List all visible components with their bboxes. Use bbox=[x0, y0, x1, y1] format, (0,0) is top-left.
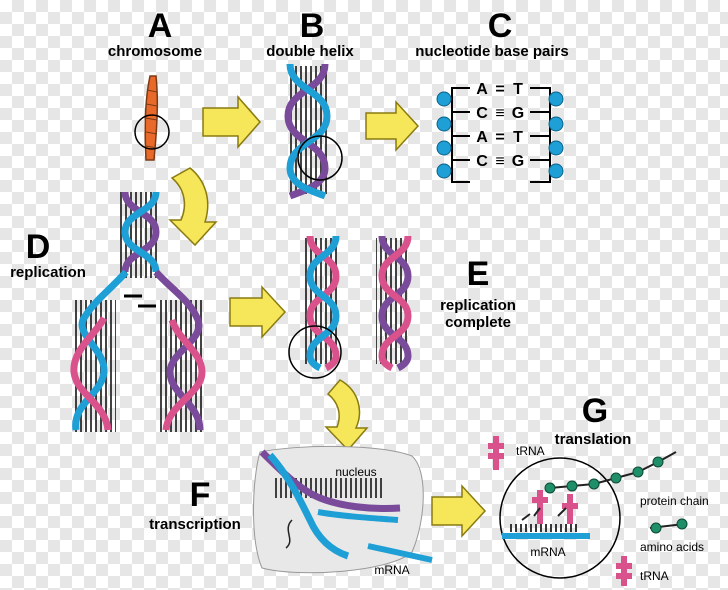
base-bond: = bbox=[495, 129, 504, 146]
replication-fork-icon bbox=[70, 191, 206, 432]
arrow-d-e bbox=[229, 285, 287, 339]
zoom-circle bbox=[297, 135, 343, 181]
daughter-helix-left bbox=[304, 235, 340, 372]
zoom-circle bbox=[288, 325, 342, 379]
panel-e-caption-line1: replication bbox=[440, 297, 516, 314]
base-bond: ≡ bbox=[495, 105, 504, 122]
base-bond: = bbox=[495, 81, 504, 98]
base-pair-row: A = T bbox=[476, 129, 523, 146]
panel-g: G translation tRNA protein chain mRNA bbox=[488, 392, 709, 586]
panel-d: D replication bbox=[10, 191, 206, 432]
panel-a-caption: chromosome bbox=[108, 43, 202, 60]
ribosome-circle bbox=[499, 457, 621, 579]
double-helix-icon bbox=[284, 63, 331, 200]
arrow-b-c bbox=[365, 100, 420, 152]
base-right: T bbox=[513, 129, 523, 146]
panel-e: E replication complete bbox=[288, 235, 516, 379]
panel-f-letter: F bbox=[190, 476, 211, 514]
arrow-a-b bbox=[202, 95, 261, 149]
panel-d-caption: replication bbox=[10, 264, 86, 281]
base-pair-row: A = T bbox=[476, 81, 523, 98]
phosphate-icon bbox=[436, 91, 452, 107]
nucleus-label: nucleus bbox=[335, 465, 376, 479]
phosphate-icon bbox=[436, 116, 452, 132]
arrow-e-f bbox=[324, 379, 369, 452]
panel-e-caption-line2: complete bbox=[445, 314, 511, 331]
trna-icon bbox=[488, 436, 504, 470]
base-right: G bbox=[512, 153, 524, 170]
panel-a-letter: A bbox=[148, 7, 173, 45]
base-right: G bbox=[512, 105, 524, 122]
protein-chain bbox=[544, 451, 677, 494]
chromosome-icon bbox=[144, 75, 159, 161]
amino-acids-label: amino acids bbox=[640, 540, 704, 554]
panel-c: C nucleotide base pairs A = T C ≡ G A bbox=[415, 7, 569, 183]
ribosome-trnas bbox=[521, 490, 578, 524]
panel-a: A chromosome bbox=[108, 7, 202, 161]
base-right: T bbox=[513, 81, 523, 98]
mrna-g-label: mRNA bbox=[530, 545, 565, 559]
panel-c-caption: nucleotide base pairs bbox=[415, 43, 568, 60]
zoom-circle bbox=[134, 114, 170, 150]
panel-b: B double helix bbox=[266, 7, 354, 200]
phosphate-icon bbox=[548, 91, 564, 107]
trna-top-label: tRNA bbox=[516, 444, 545, 458]
base-bond: ≡ bbox=[495, 153, 504, 170]
free-amino-acids bbox=[649, 518, 688, 534]
base-pair-row: C ≡ G bbox=[476, 105, 524, 122]
base-left: C bbox=[476, 105, 488, 122]
phosphate-icon bbox=[548, 140, 564, 156]
panel-f: F transcription nucleus mRNA bbox=[149, 445, 433, 577]
trna-bottom-label: tRNA bbox=[640, 569, 669, 583]
phosphate-icon bbox=[548, 116, 564, 132]
panel-g-letter: G bbox=[582, 392, 608, 430]
panel-c-letter: C bbox=[488, 7, 513, 45]
arrow-f-g bbox=[431, 484, 487, 538]
phosphate-icon bbox=[436, 140, 452, 156]
panel-f-caption: transcription bbox=[149, 516, 241, 533]
phosphate-icon bbox=[548, 163, 564, 179]
base-left: C bbox=[476, 153, 488, 170]
base-left: A bbox=[476, 81, 488, 98]
trna-icon bbox=[616, 556, 632, 586]
phosphate-icon bbox=[436, 163, 452, 179]
panel-e-letter: E bbox=[467, 255, 490, 293]
base-pair-row: C ≡ G bbox=[476, 153, 524, 170]
base-left: A bbox=[476, 129, 488, 146]
panel-b-letter: B bbox=[300, 7, 325, 45]
transcription-dna-icon bbox=[259, 449, 433, 563]
panel-b-caption: double helix bbox=[266, 43, 354, 60]
protein-chain-label: protein chain bbox=[640, 494, 709, 508]
mrna-label: mRNA bbox=[374, 563, 409, 577]
panel-d-letter: D bbox=[26, 228, 51, 266]
phosphate-groups bbox=[436, 91, 564, 179]
daughter-helix-right bbox=[376, 235, 412, 372]
arrow-a-d bbox=[168, 167, 218, 247]
panel-g-caption: translation bbox=[555, 431, 632, 448]
translation-mrna bbox=[502, 524, 590, 539]
